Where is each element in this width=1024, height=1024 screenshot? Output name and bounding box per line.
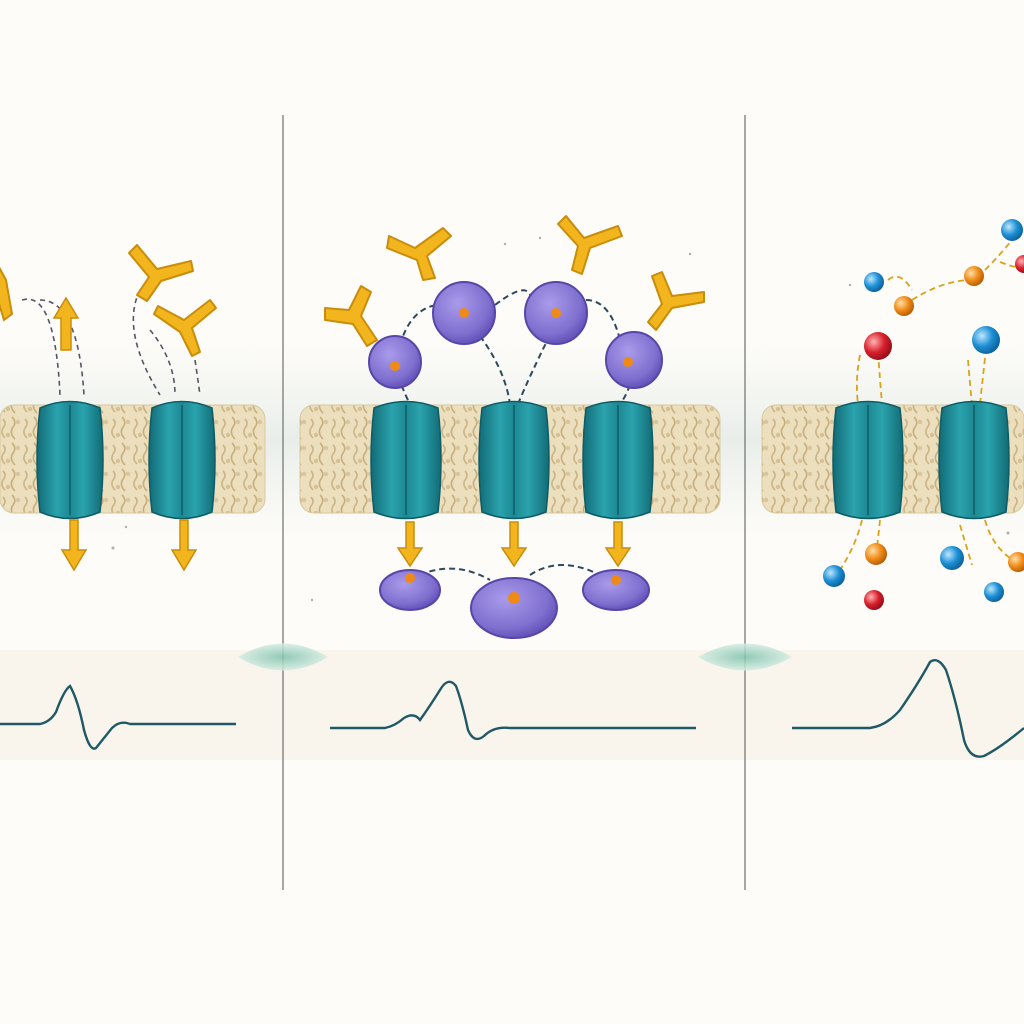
ion-red [864,332,892,360]
y-ligand [647,271,705,331]
ion-orange [1008,552,1024,572]
down-arrow-icon [604,521,632,568]
action-potential-trace-1 [0,684,236,750]
ion-channel [36,400,104,520]
ion-orange [865,543,887,565]
y-ligand [557,215,623,275]
ion-blue [864,272,884,292]
ion-red [864,590,884,610]
ion-channel [582,400,654,520]
ion-blue [1001,219,1023,241]
action-potential-trace-3 [792,659,1024,758]
ion-channel [370,400,442,520]
ion-blue [972,326,1000,354]
down-arrow-icon [396,521,424,568]
down-arrow-icon [60,519,88,572]
down-arrow-icon [500,521,528,568]
ion-channel [938,400,1010,520]
ion-channel [148,400,216,520]
y-ligand [386,227,452,281]
speckles [111,236,1010,602]
vesicle [605,331,663,389]
ion-blue [823,565,845,587]
ion-channel [832,400,904,520]
panel-connector-2 [698,643,792,671]
ion-blue [940,546,964,570]
ion-channel [478,400,550,520]
up-arrow-icon [52,296,80,351]
ion-orange [964,266,984,286]
vesicle [368,335,422,389]
y-ligand [153,299,217,357]
trace-band [0,650,1024,760]
down-arrow-icon [170,519,198,572]
y-ligand [0,266,14,322]
y-ligand [324,285,378,347]
vesicle [379,569,441,611]
ion-blue [984,582,1004,602]
action-potential-trace-2 [330,680,696,741]
ion-orange [894,296,914,316]
ion-red [1015,255,1024,273]
y-ligand [128,244,194,302]
vesicle [470,577,558,639]
vesicle [524,281,588,345]
vesicle [432,281,496,345]
panel-connector-1 [238,643,328,671]
vesicle [582,569,650,611]
